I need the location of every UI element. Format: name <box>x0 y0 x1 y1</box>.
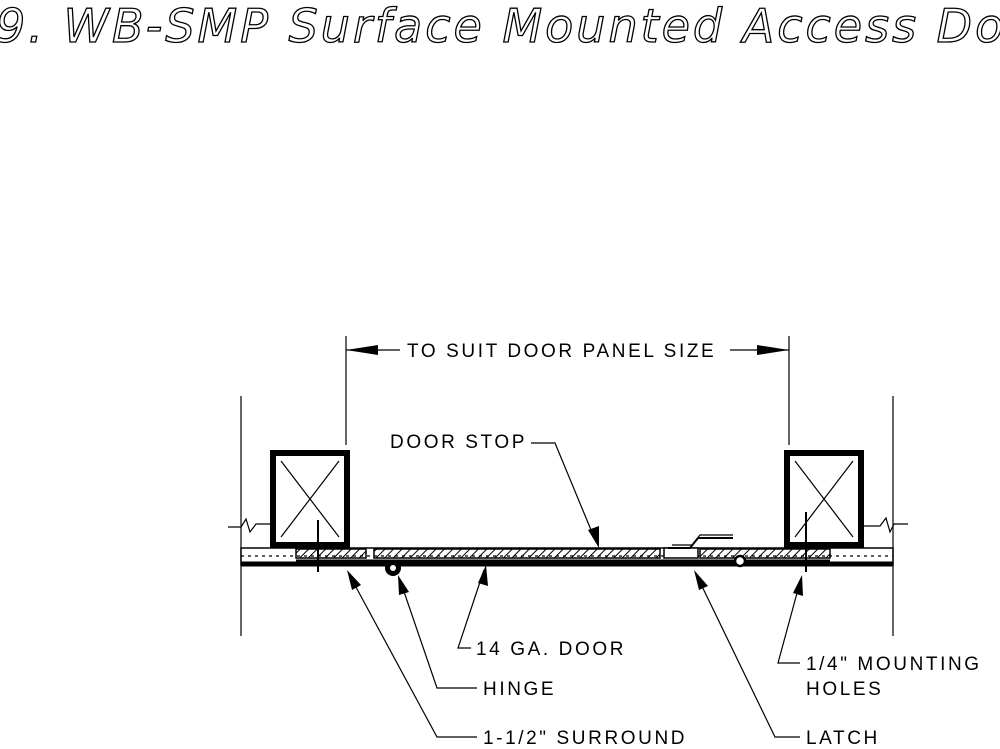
door-stop-strip <box>373 548 661 559</box>
latch-hardware <box>663 534 747 568</box>
arrowhead-left <box>346 345 378 355</box>
dimension-label: TO SUIT DOOR PANEL SIZE <box>407 341 716 362</box>
framing-member-right <box>784 450 864 548</box>
label-surround: 1-1/2" SURROUND <box>483 728 687 749</box>
hinge-detail <box>385 560 401 576</box>
surround-right <box>699 548 831 559</box>
surround-left <box>295 548 367 559</box>
label-hinge: HINGE <box>483 679 556 700</box>
leader-latch: LATCH <box>694 570 880 749</box>
mounting-screw-right <box>799 512 813 572</box>
wall-right <box>862 396 908 636</box>
leader-surround: 1-1/2" SURROUND <box>347 570 687 749</box>
label-latch: LATCH <box>806 728 880 749</box>
label-door: 14 GA. DOOR <box>476 639 626 660</box>
drawing-title: 9. WB-SMP Surface Mounted Access Door <box>0 0 1000 53</box>
wall-left <box>228 396 270 636</box>
latch-cam <box>733 554 747 568</box>
break-line-left <box>228 517 270 534</box>
leader-door-stop: DOOR STOP <box>390 432 599 548</box>
break-line-right <box>862 516 908 534</box>
label-door-stop: DOOR STOP <box>390 432 527 453</box>
dimension-line: TO SUIT DOOR PANEL SIZE <box>345 336 790 445</box>
leader-door: 14 GA. DOOR <box>457 565 626 660</box>
leader-hinge: HINGE <box>398 575 556 700</box>
label-mounting-holes-line1: 1/4" MOUNTING <box>806 654 982 675</box>
framing-member-left <box>270 450 350 548</box>
mounting-screw-left <box>311 520 325 572</box>
label-mounting-holes-line2: HOLES <box>806 679 883 700</box>
arrowhead-right <box>757 345 789 355</box>
leader-mounting-holes: 1/4" MOUNTING HOLES <box>777 575 982 700</box>
